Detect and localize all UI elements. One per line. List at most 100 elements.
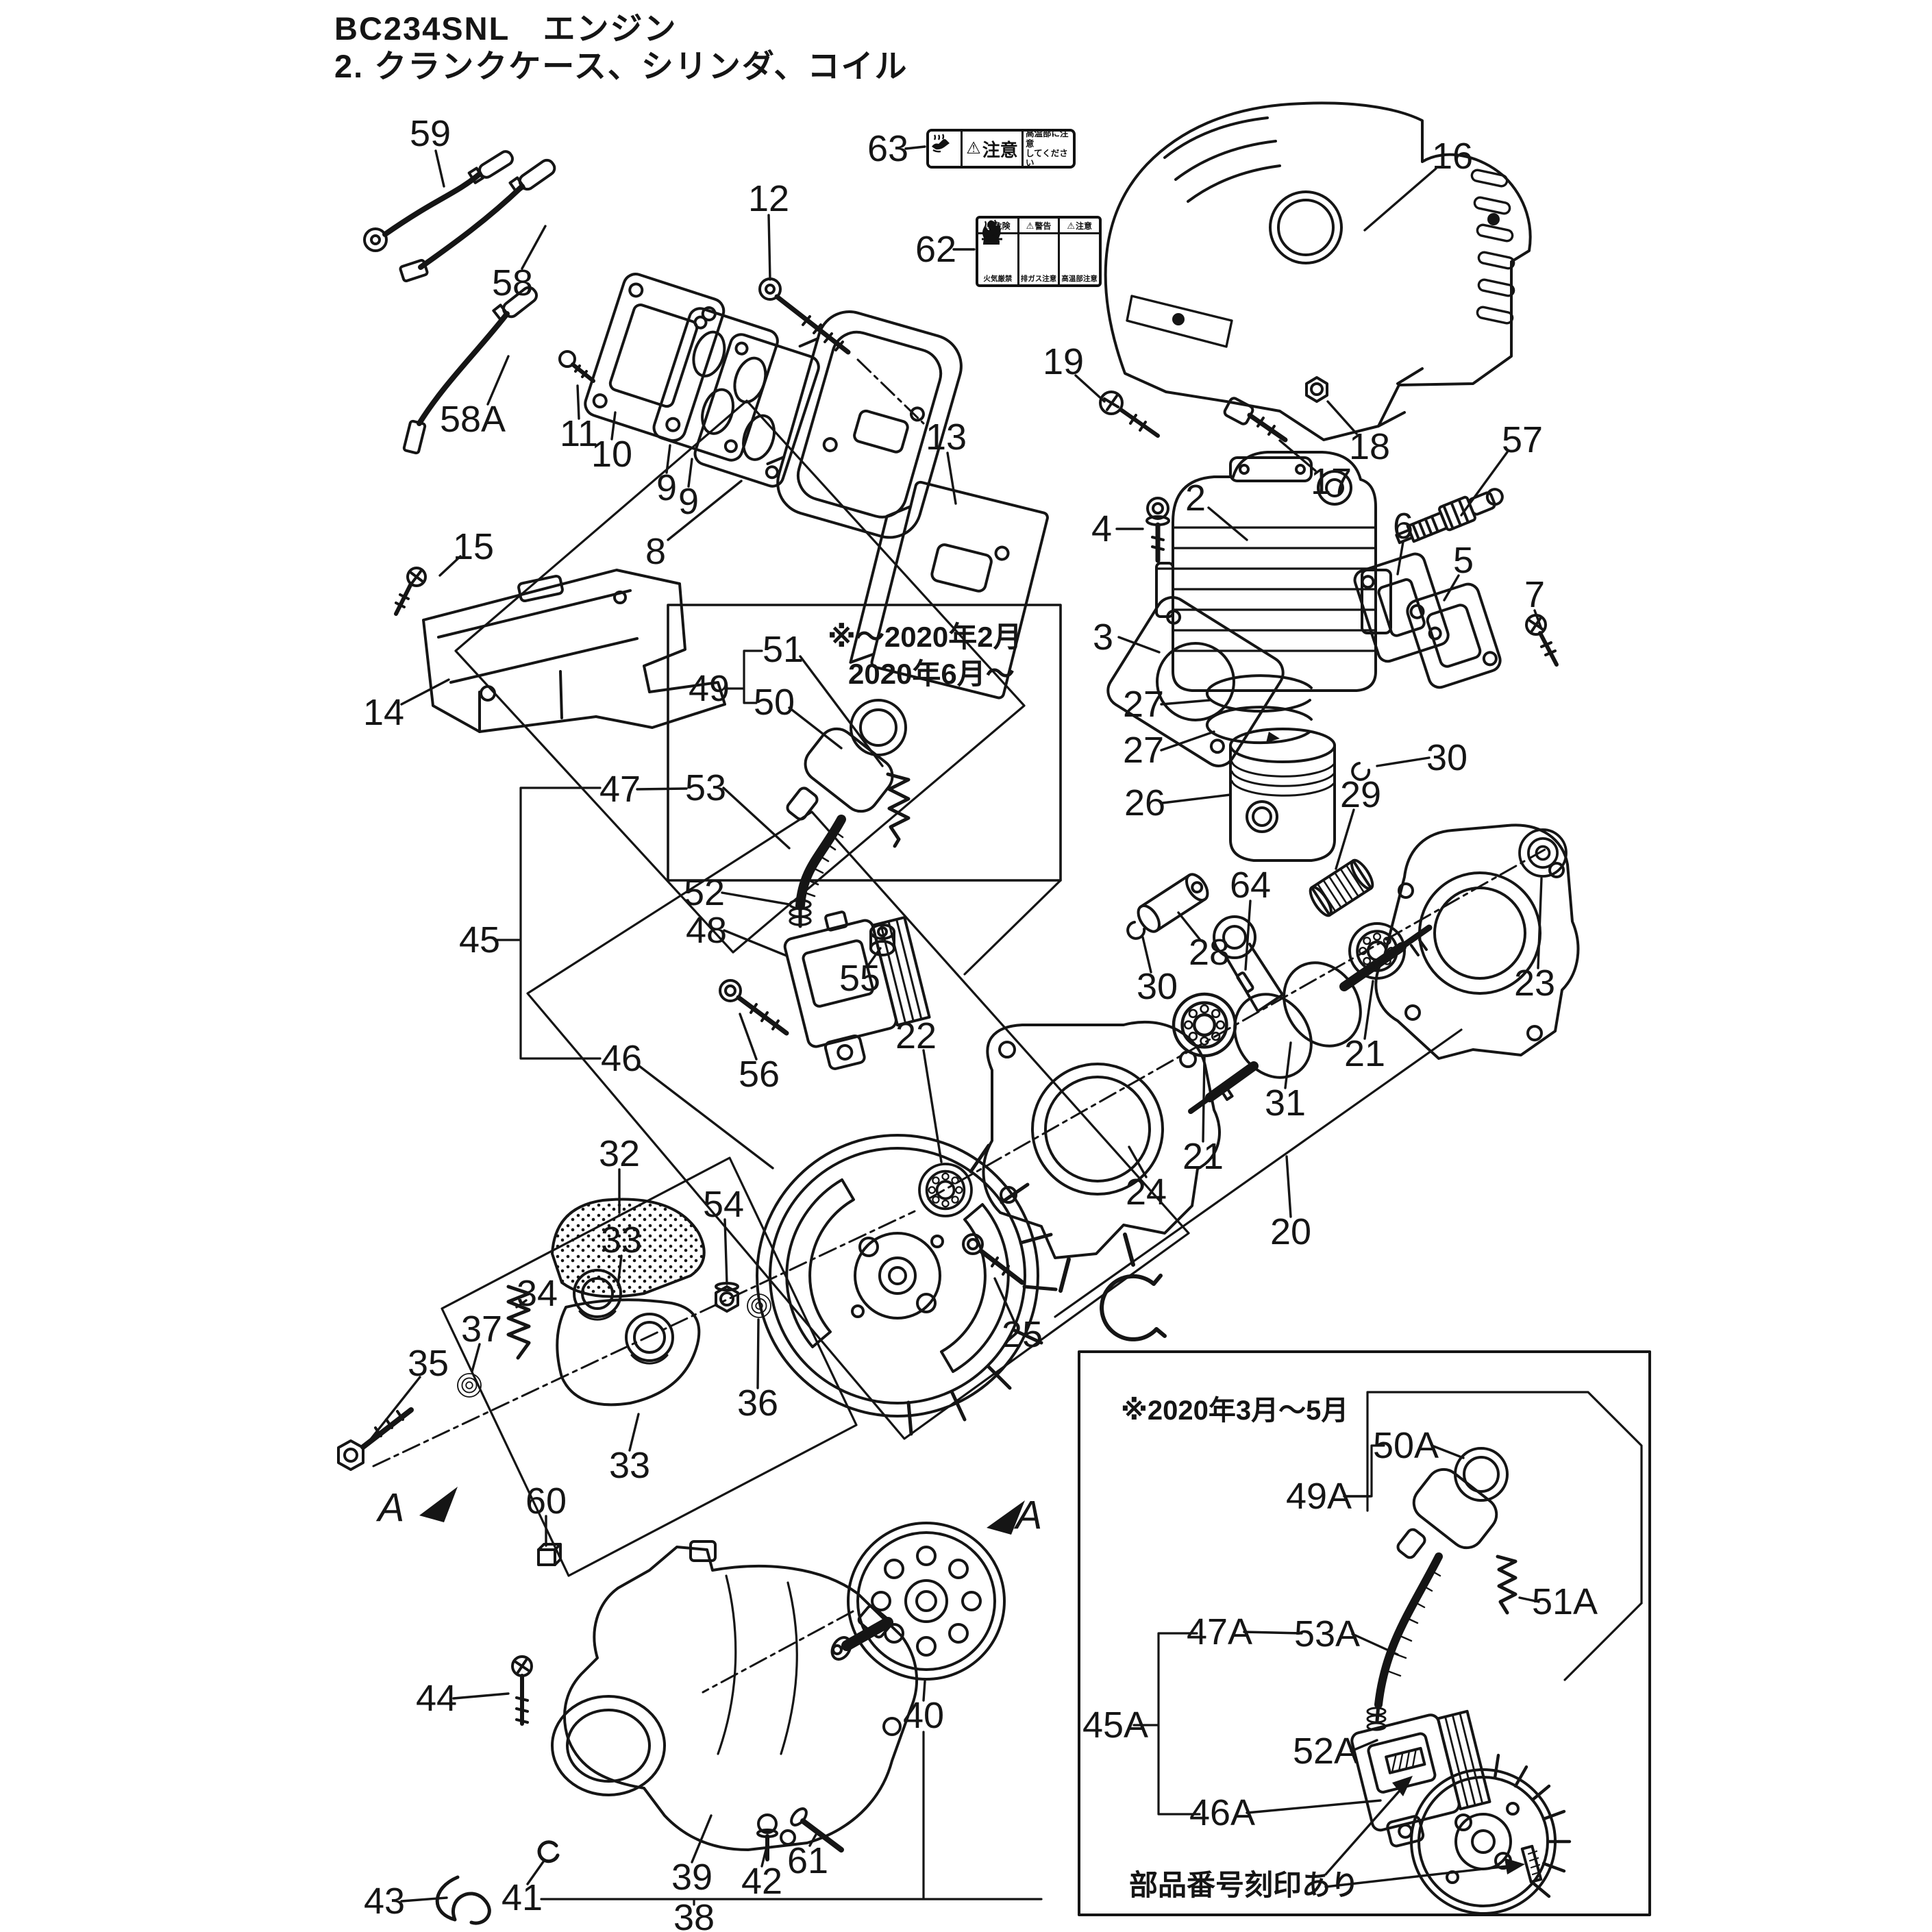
leader-line-40 <box>922 1680 926 1702</box>
callout-35: 35 <box>408 1343 449 1384</box>
screw-42-drawing <box>756 1813 778 1861</box>
leader-line-25 <box>993 1277 1015 1322</box>
callout-15: 15 <box>453 526 494 567</box>
exhaust-gas-icon <box>983 221 1058 275</box>
leader-line-23 <box>1537 877 1543 969</box>
panel-caption: 排ガス注意 <box>1020 274 1057 283</box>
callout-57: 57 <box>1502 419 1543 460</box>
callout-33: 33 <box>609 1445 650 1486</box>
leader-line-27 <box>1160 730 1215 752</box>
panel-header: 警告 <box>1035 221 1052 231</box>
bracket-45a <box>1132 1632 1201 1816</box>
leader-line-7 <box>1533 609 1543 630</box>
leader-line-8 <box>667 480 743 541</box>
callout-52A: 52A <box>1293 1731 1359 1772</box>
engine-cover-drawing <box>1104 101 1532 441</box>
leader-line-61 <box>808 1832 818 1847</box>
page-title: BC234SNL エンジン 2. クランクケース、シリンダ、コイル <box>334 10 908 86</box>
cap-spring-a-drawing <box>1496 1555 1518 1615</box>
snap-ring-drawing <box>1100 1274 1167 1341</box>
piston-drawing <box>1229 728 1336 862</box>
leader-line-21 <box>1363 980 1374 1040</box>
leader-line-31 <box>1284 1041 1292 1089</box>
leader-line-52A <box>1350 1739 1378 1753</box>
leader-line-33 <box>617 1254 623 1287</box>
gasket-9b-drawing <box>693 333 820 488</box>
cover-group-bracket <box>540 1731 1043 1906</box>
callout-14: 14 <box>363 692 404 733</box>
callout-60: 60 <box>525 1481 567 1522</box>
leader-line-51A <box>1518 1596 1540 1603</box>
spark-plug-drawing <box>1395 488 1504 545</box>
callout-47: 47 <box>599 769 641 810</box>
callout-2: 2 <box>1185 478 1206 519</box>
leader-line-58A <box>486 355 510 406</box>
leader-line-43 <box>400 1896 448 1903</box>
cap-spring-drawing <box>886 772 911 848</box>
panel-caption: 高温部注意 <box>1061 274 1098 283</box>
callout-25: 25 <box>1002 1314 1043 1355</box>
callout-26: 26 <box>1124 782 1165 823</box>
callout-45: 45 <box>459 919 500 961</box>
crank-axis <box>927 848 1546 1200</box>
spacer-55-drawing <box>869 924 895 956</box>
ignition-coil-drawing <box>783 911 931 1070</box>
callout-46: 46 <box>601 1038 642 1079</box>
pin-clip-drawing <box>1126 921 1146 940</box>
leader-line-58 <box>521 225 547 270</box>
callout-53A: 53A <box>1294 1613 1360 1655</box>
leader-line-33 <box>628 1413 640 1452</box>
leader-line-53A <box>1351 1633 1399 1656</box>
callout-27: 27 <box>1123 730 1164 771</box>
callout-48: 48 <box>686 910 727 951</box>
lead-wire-drawing <box>399 158 556 282</box>
crank-group-outline <box>1054 1028 1463 1318</box>
caution-label-62: ⚠危険 火気厳禁 ⚠警告 排ガス注意 ⚠注意 高温部注意 <box>976 216 1102 287</box>
leader-line-52 <box>721 891 791 906</box>
leader-line-3 <box>1117 636 1161 654</box>
callout-4: 4 <box>1091 508 1112 549</box>
needle-bearing-drawing <box>1309 858 1374 917</box>
leader-line-11 <box>576 384 580 420</box>
view-letter-A: A <box>1014 1494 1043 1538</box>
callout-23: 23 <box>1514 963 1555 1004</box>
callout-58: 58 <box>492 262 533 304</box>
callout-27: 27 <box>1123 684 1164 725</box>
leader-line-27 <box>1160 699 1211 706</box>
leader-line-13 <box>946 451 957 505</box>
warning-triangle-icon: ⚠ <box>1067 220 1075 231</box>
leader-line-50A <box>1431 1444 1465 1459</box>
callout-56: 56 <box>739 1054 780 1095</box>
leader-line-64 <box>1244 900 1252 971</box>
callout-21: 21 <box>1344 1033 1385 1074</box>
callout-58A: 58A <box>440 399 506 440</box>
leader-line-42 <box>760 1848 767 1868</box>
leader-line-26 <box>1161 793 1232 804</box>
muffler-group-outline <box>454 399 1026 954</box>
callout-10: 10 <box>591 434 632 475</box>
drum-axis <box>702 1610 854 1694</box>
callout-49: 49 <box>689 668 730 709</box>
leader-line-29 <box>1335 808 1355 870</box>
leader-line-28 <box>1177 911 1202 941</box>
callout-33: 33 <box>601 1219 642 1261</box>
stamp-note: 部品番号刻印あり <box>1129 1869 1360 1901</box>
section-title: 2. クランクケース、シリンダ、コイル <box>334 48 908 85</box>
plug-wire-a-drawing <box>1374 1552 1443 1723</box>
hot-surface-icon <box>929 132 963 166</box>
callout-50A: 50A <box>1373 1425 1439 1466</box>
nut-18-drawing <box>1305 376 1328 403</box>
muffler-drawing <box>766 310 963 539</box>
callout-29: 29 <box>1340 774 1381 815</box>
key-60-drawing <box>537 1543 562 1566</box>
callout-18: 18 <box>1349 426 1390 467</box>
hot-surface-icon <box>982 219 1099 275</box>
leader-line-9 <box>687 458 693 488</box>
clip-43-drawing <box>435 1875 491 1925</box>
gasket-10-drawing <box>584 273 726 443</box>
leader-line-56 <box>739 1013 758 1061</box>
view-a-arrow <box>987 1500 1025 1535</box>
leader-line-54 <box>723 1218 728 1285</box>
bolt-25-drawing <box>962 1233 1025 1285</box>
callout-16: 16 <box>1432 136 1473 177</box>
